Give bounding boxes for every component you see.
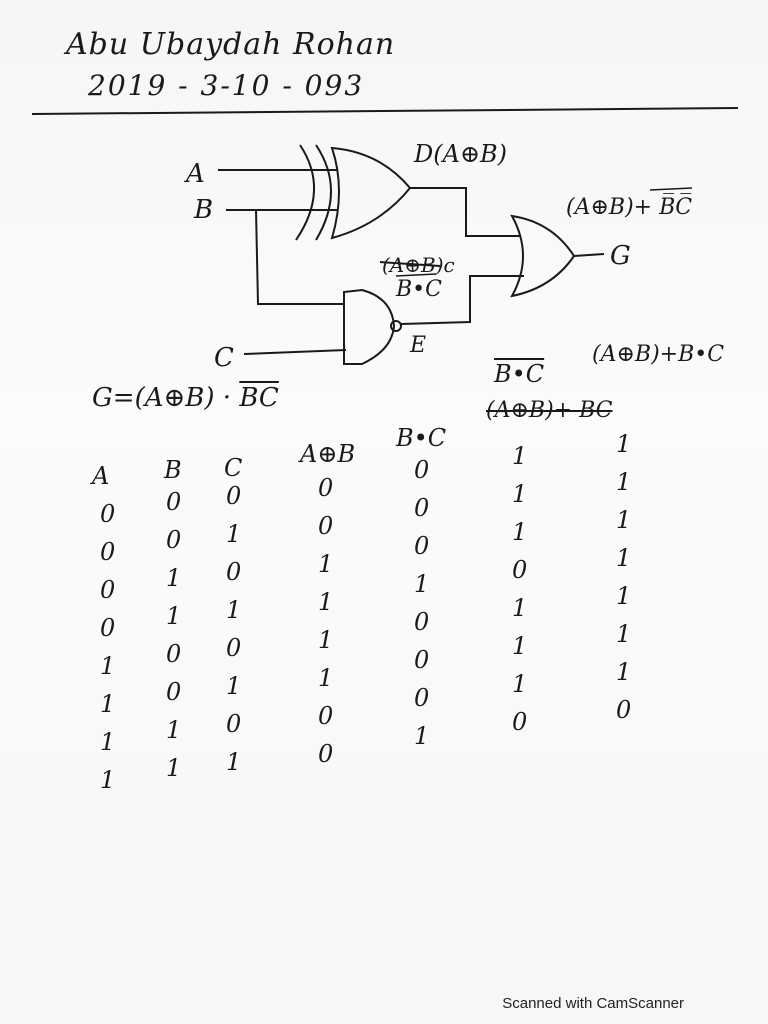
table-cell-nbc: 1 xyxy=(512,594,528,622)
table-cell-xor: 0 xyxy=(318,474,334,502)
nand-gate xyxy=(343,288,396,365)
wire-output xyxy=(573,253,605,257)
table-cell-a: 1 xyxy=(100,690,116,718)
table-cell-xor: 1 xyxy=(318,588,334,616)
table-cell-out: 1 xyxy=(616,544,632,572)
table-cell-bc: 1 xyxy=(414,570,430,598)
table-cell-c: 1 xyxy=(226,748,242,776)
input-b-label: B xyxy=(193,195,213,225)
table-header-output-struck: (A⊕B)+ BC xyxy=(486,398,613,423)
table-cell-b: 0 xyxy=(166,488,182,516)
table-cell-out: 0 xyxy=(616,696,632,724)
table-cell-xor: 1 xyxy=(318,664,334,692)
table-cell-a: 1 xyxy=(100,652,116,680)
wire-b-branch xyxy=(255,209,344,305)
output-equation: G=(A⊕B) · BC xyxy=(92,385,279,411)
table-cell-out: 1 xyxy=(616,658,632,686)
table-header-xor: A⊕B xyxy=(300,440,356,468)
table-cell-c: 0 xyxy=(226,482,242,510)
table-cell-nbc: 1 xyxy=(512,670,528,698)
table-cell-nbc: 1 xyxy=(512,442,528,470)
table-cell-c: 0 xyxy=(226,710,242,738)
table-cell-a: 0 xyxy=(100,614,116,642)
table-cell-out: 1 xyxy=(616,582,632,610)
or-input-expression: (A⊕B)+ B̅C̅ xyxy=(566,193,692,220)
table-cell-a: 1 xyxy=(100,766,116,794)
table-cell-b: 0 xyxy=(166,640,182,668)
table-cell-nbc: 1 xyxy=(512,480,528,508)
student-id: 2019 - 3-10 - 093 xyxy=(88,69,365,102)
or-gate xyxy=(510,214,576,298)
header-rule xyxy=(31,107,739,115)
table-cell-b: 1 xyxy=(166,602,182,630)
table-cell-nbc: 1 xyxy=(512,632,528,660)
table-cell-xor: 1 xyxy=(318,550,334,578)
table-cell-bc: 0 xyxy=(414,684,430,712)
table-cell-out: 1 xyxy=(616,468,632,496)
xor-output-label: D(A⊕B) xyxy=(413,140,507,168)
scanner-watermark: Scanned with CamScanner xyxy=(502,995,684,1012)
table-cell-c: 1 xyxy=(226,520,242,548)
table-header-b: B xyxy=(164,456,182,484)
table-cell-nbc: 1 xyxy=(512,518,528,546)
table-cell-bc: 1 xyxy=(414,722,430,750)
table-cell-a: 0 xyxy=(100,500,116,528)
table-cell-bc: 0 xyxy=(414,646,430,674)
table-cell-b: 1 xyxy=(166,564,182,592)
table-cell-out: 1 xyxy=(616,506,632,534)
table-cell-xor: 0 xyxy=(318,512,334,540)
xor-gate-extra-arc xyxy=(295,144,316,241)
table-cell-b: 1 xyxy=(166,716,182,744)
equation-rhs: (A⊕B) · xyxy=(134,383,240,413)
student-name: Abu Ubaydah Rohan xyxy=(66,27,396,62)
table-header-nbc: B•C xyxy=(494,360,545,388)
equation-rhs-bar: BC xyxy=(239,383,279,413)
table-cell-out: 1 xyxy=(616,620,632,648)
nand-bubble xyxy=(390,320,402,332)
nand-output-e-label: E xyxy=(409,333,426,358)
table-header-a: A xyxy=(92,462,110,490)
table-header-output: (A⊕B)+B•C xyxy=(592,342,725,367)
table-cell-c: 0 xyxy=(226,558,242,586)
table-cell-nbc: 0 xyxy=(512,708,528,736)
table-cell-a: 0 xyxy=(100,576,116,604)
input-c-label: C xyxy=(214,343,234,373)
table-cell-a: 0 xyxy=(100,538,116,566)
table-cell-bc: 0 xyxy=(414,608,430,636)
table-cell-a: 1 xyxy=(100,728,116,756)
output-g-label: G xyxy=(610,241,631,271)
table-cell-b: 0 xyxy=(166,526,182,554)
nand-output-expression: B•C xyxy=(395,277,442,302)
xor-gate xyxy=(330,146,412,240)
table-cell-xor: 1 xyxy=(318,626,334,654)
table-header-c: C xyxy=(224,454,243,482)
wire-c xyxy=(243,349,347,355)
table-cell-c: 1 xyxy=(226,672,242,700)
table-cell-c: 1 xyxy=(226,596,242,624)
input-a-label: A xyxy=(184,159,205,189)
table-cell-nbc: 0 xyxy=(512,556,528,584)
wire-nand-out xyxy=(400,275,524,325)
equation-lhs: G= xyxy=(92,383,135,413)
table-cell-out: 1 xyxy=(616,430,632,458)
table-header-bc: B•C xyxy=(396,424,447,452)
table-cell-c: 0 xyxy=(226,634,242,662)
table-cell-xor: 0 xyxy=(318,702,334,730)
table-cell-b: 1 xyxy=(166,754,182,782)
table-cell-bc: 0 xyxy=(414,494,430,522)
table-cell-bc: 0 xyxy=(414,532,430,560)
wire-xor-out xyxy=(410,187,520,237)
table-cell-b: 0 xyxy=(166,678,182,706)
table-cell-bc: 0 xyxy=(414,456,430,484)
xor-gate-input-arc xyxy=(315,144,332,241)
table-cell-xor: 0 xyxy=(318,740,334,768)
